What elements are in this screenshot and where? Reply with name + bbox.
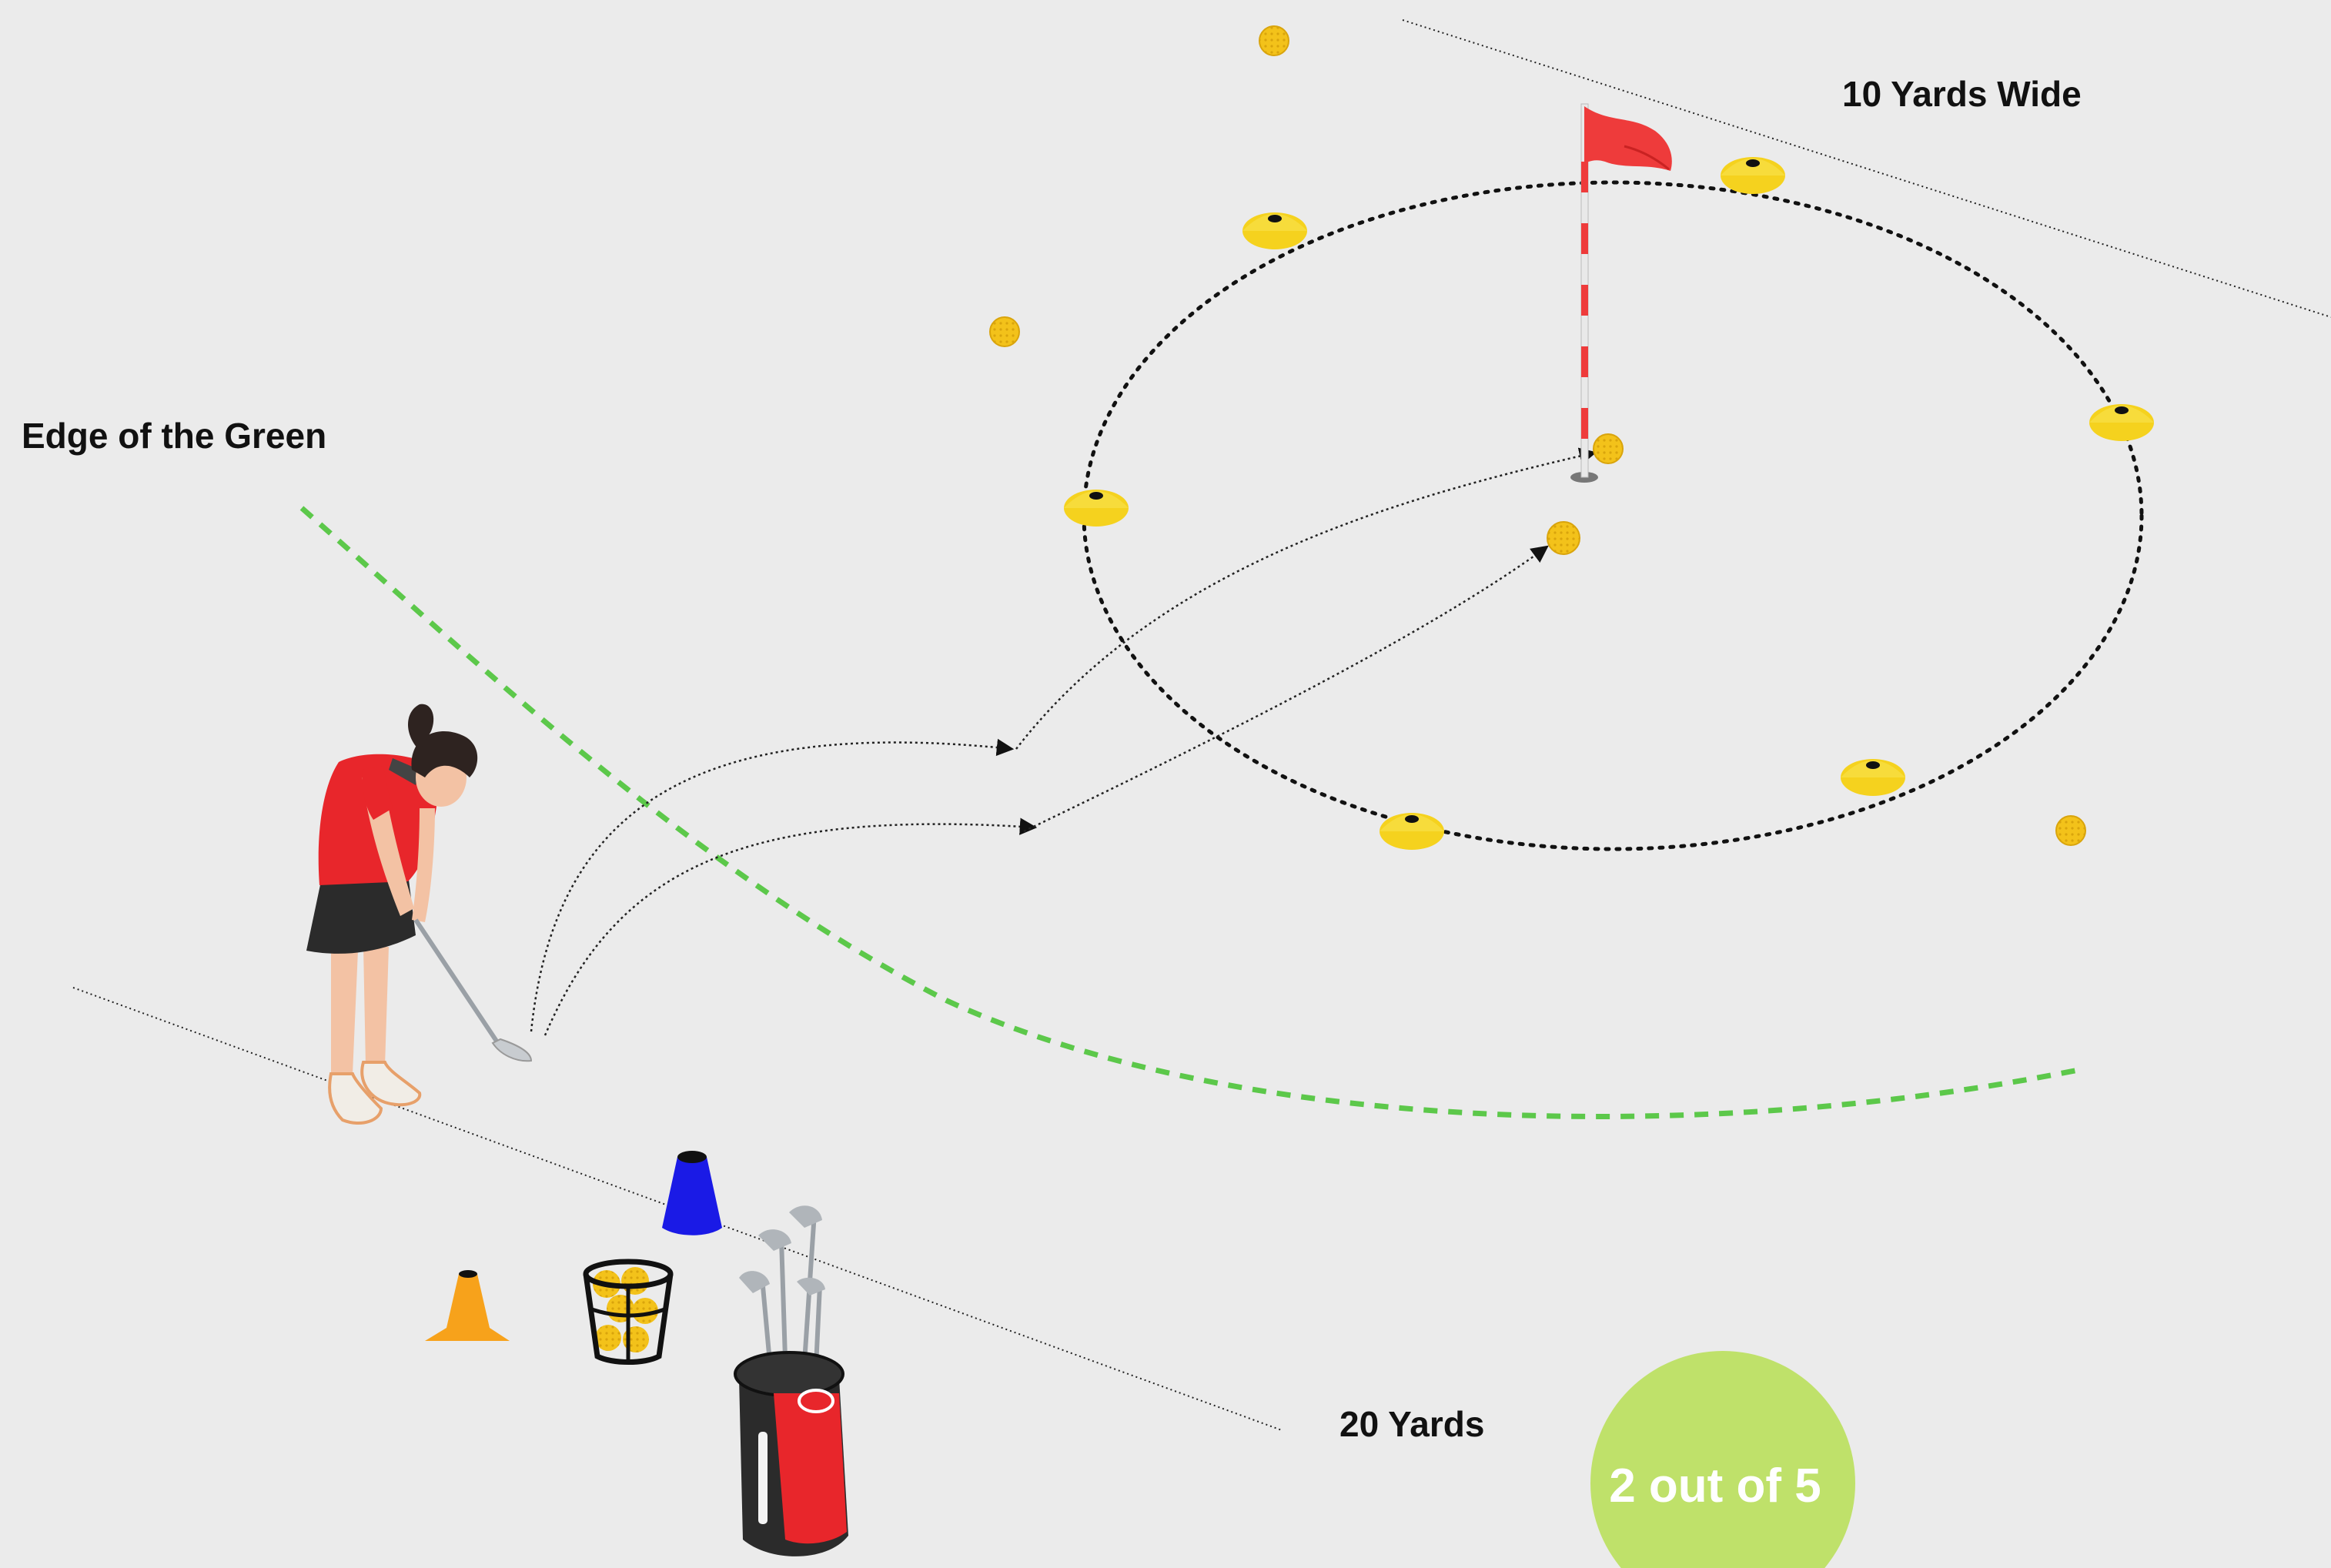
- score-text: 2 out of 5: [1609, 1459, 1821, 1513]
- golfer-icon: [306, 704, 531, 1123]
- flag-icon: [1570, 104, 1672, 483]
- disc-cone-icon: [1721, 157, 1785, 194]
- score-badge: 2 out of 5: [1590, 1351, 1855, 1568]
- edge-of-green-label: Edge of the Green: [22, 416, 326, 456]
- golf-ball-icon: [990, 317, 1019, 346]
- disc-cone-icon: [1380, 813, 1444, 850]
- golf-ball-icon: [1259, 26, 1289, 55]
- target-circle: [1084, 182, 2142, 849]
- disc-cone-icon: [1064, 490, 1129, 527]
- twenty-yards-label: 20 Yards: [1339, 1404, 1484, 1444]
- golf-ball-icon: [2056, 816, 2085, 845]
- golf-bag-icon: [735, 1205, 848, 1556]
- traffic-cone-icon: [425, 1270, 510, 1341]
- ten-yards-wide-label: 10 Yards Wide: [1842, 74, 2082, 114]
- ball-basket-icon: [586, 1262, 671, 1362]
- disc-cone-icon: [1841, 759, 1905, 796]
- green-edge-line: [302, 508, 2079, 1116]
- disc-cone-icon: [2089, 404, 2154, 441]
- shot-trajectory-2: [545, 824, 1035, 1035]
- traffic-cone-icon: [662, 1151, 722, 1235]
- golf-ball-icon: [1594, 434, 1623, 463]
- width-measure-line: [1403, 20, 2331, 317]
- shot-trajectory-1: [531, 743, 1012, 1031]
- disc-cone-icon: [1242, 212, 1307, 249]
- golf-ball-icon: [1547, 522, 1580, 554]
- roll-trajectory-2: [1024, 547, 1547, 831]
